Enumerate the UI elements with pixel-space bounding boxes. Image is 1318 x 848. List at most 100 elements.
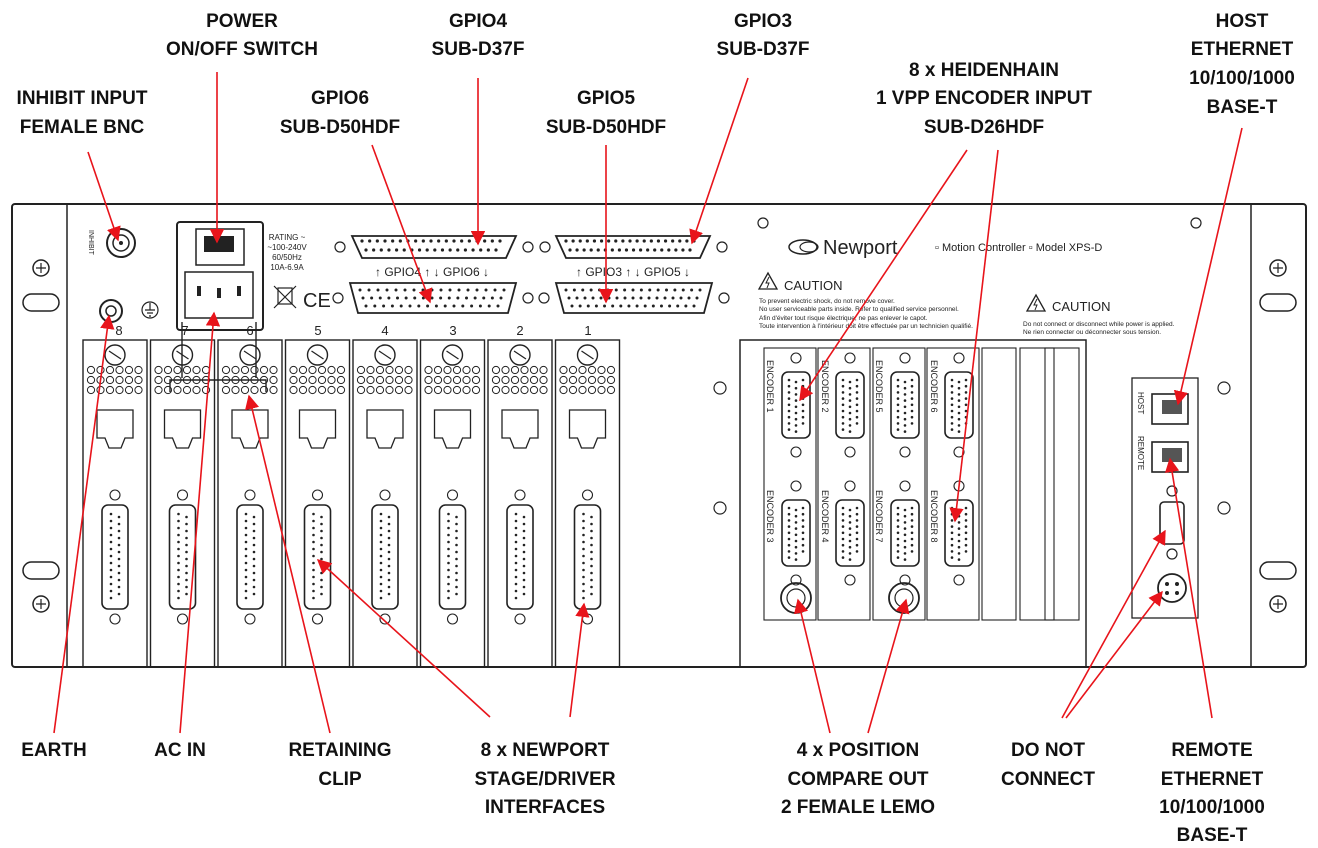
pin [447, 526, 450, 530]
pin [177, 589, 180, 593]
pin [855, 384, 859, 388]
encoder-label: ENCODER 6 [929, 360, 939, 413]
callout-inhibit: FEMALE BNC [20, 117, 145, 138]
pin [950, 512, 954, 516]
pin [421, 239, 425, 243]
pin [957, 411, 961, 415]
pin [447, 547, 450, 551]
pin [903, 393, 907, 396]
encoder-card-area [739, 339, 1087, 668]
pin [848, 430, 852, 433]
callout-gpio3: SUB-D37F [717, 39, 810, 60]
pin [522, 585, 526, 589]
vent-hole [86, 365, 96, 375]
arrow-earth [53, 314, 115, 734]
pin [244, 554, 248, 558]
pin [471, 248, 475, 252]
vent-hole [115, 375, 124, 385]
vent-hole [356, 385, 366, 395]
pin [957, 405, 961, 409]
pin [582, 533, 585, 537]
pin [312, 589, 315, 593]
pin [312, 568, 315, 572]
vent-hole [134, 375, 143, 385]
vent-hole [317, 385, 327, 395]
pin [957, 380, 961, 384]
pin [841, 391, 845, 394]
pin [848, 558, 852, 561]
pin [656, 239, 661, 243]
pin [455, 585, 458, 589]
pin [408, 304, 412, 308]
pin [663, 239, 668, 243]
pin [486, 248, 490, 252]
callout-host-ethernet: BASE-T [1207, 97, 1278, 118]
callout-remote-ethernet: 10/100/1000 [1159, 797, 1265, 818]
pin [787, 384, 791, 388]
pin [642, 239, 646, 243]
pin [421, 288, 425, 292]
pin [624, 248, 629, 252]
pin [582, 561, 585, 565]
vent-hole [327, 385, 336, 395]
pin [379, 248, 383, 252]
pin [522, 536, 526, 540]
pin [473, 296, 477, 300]
rack-slot [22, 293, 60, 312]
pin [490, 296, 494, 300]
pin [957, 558, 961, 561]
pin [841, 409, 845, 413]
pin [910, 537, 914, 541]
pin [787, 550, 791, 553]
encoder-label: ENCODER 4 [820, 490, 830, 543]
vent-hole [539, 385, 548, 395]
pin [117, 578, 121, 582]
slot-number: 4 [381, 323, 388, 338]
vent-hole [539, 365, 548, 375]
pin [903, 411, 907, 415]
vent-hole [559, 375, 568, 385]
vent-hole [192, 385, 201, 395]
pin [461, 304, 465, 308]
dsub-connector [168, 504, 197, 610]
pin [522, 515, 526, 519]
pin [514, 512, 518, 516]
pin [312, 554, 315, 558]
pin [252, 543, 256, 547]
arrow-gpio6 [371, 144, 433, 304]
callout-position-compare: 2 FEMALE LEMO [781, 797, 935, 818]
pin [617, 248, 622, 252]
vent-hole [424, 375, 433, 385]
thumb-screw-icon [239, 344, 261, 366]
svg-text:CE: CE [303, 290, 331, 312]
pin [848, 545, 852, 549]
pin [387, 550, 391, 554]
power-switch [195, 228, 245, 266]
rating-line: 10A-6.9A [270, 263, 304, 272]
pin [855, 397, 859, 400]
pin [910, 512, 914, 516]
vent-hole [134, 365, 143, 375]
vent-hole [269, 385, 278, 395]
pin [466, 288, 470, 292]
pin [896, 409, 900, 413]
pin [185, 543, 188, 547]
pin [950, 378, 954, 382]
pin [522, 578, 526, 582]
pin [594, 304, 598, 308]
pin [855, 519, 859, 522]
pin [379, 519, 383, 523]
slot-number: 2 [516, 323, 523, 338]
pin [631, 296, 635, 300]
thumb-screw-icon [509, 344, 531, 366]
pin [117, 585, 121, 589]
ejector-tab [568, 409, 607, 449]
weee-bin-icon [273, 285, 297, 309]
pin [387, 522, 391, 526]
vent-hole [289, 365, 298, 375]
vent-hole [356, 375, 366, 385]
pin [578, 304, 582, 308]
pin [447, 512, 450, 516]
pin [457, 288, 461, 292]
pin [379, 547, 383, 551]
